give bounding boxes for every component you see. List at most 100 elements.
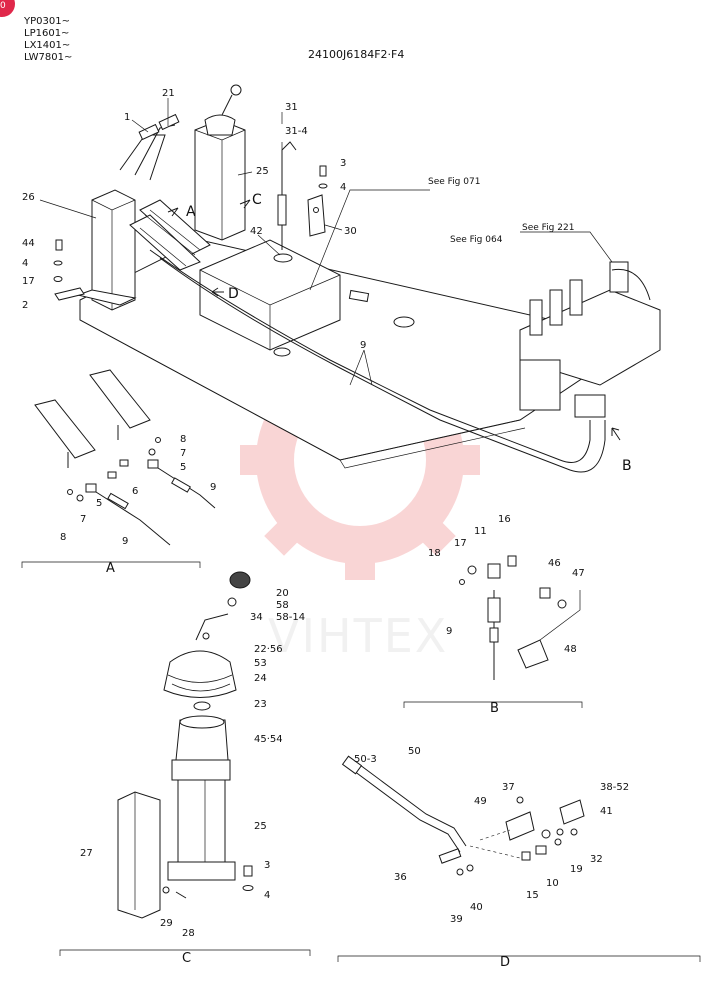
cable-9-a2 (95, 491, 171, 546)
ring-23 (193, 701, 211, 711)
callout-b-17: 17 (454, 538, 467, 549)
nut-32 (570, 828, 578, 836)
bracket-49 (505, 811, 535, 841)
leader-26 (39, 199, 97, 219)
view-arrow-a (167, 207, 179, 217)
bracket-hole (313, 207, 319, 213)
washer-4 (318, 183, 328, 189)
callout-4: 4 (340, 182, 346, 193)
pin-8a (155, 437, 161, 443)
knob-20 (229, 571, 251, 589)
washer-41b (556, 828, 564, 836)
callout-b-47: 47 (572, 568, 585, 579)
callout-26: 26 (22, 192, 35, 203)
leader-42 (257, 234, 281, 256)
callout-d-41: 41 (600, 806, 613, 817)
callout-c-24: 24 (254, 673, 267, 684)
callout-c-58-14: 58-14 (276, 612, 305, 623)
section-bracket-b (403, 701, 583, 708)
control-tower-edges (194, 129, 246, 240)
callout-d-36: 36 (394, 872, 407, 883)
pin-39 (456, 868, 464, 876)
callout-a-5b: 5 (96, 498, 102, 509)
callout-d-38-52: 38-52 (600, 782, 629, 793)
nut-7b (76, 494, 84, 502)
control-knob (230, 84, 242, 96)
washer-4b (53, 260, 63, 266)
valve-spool-1 (529, 299, 543, 336)
callout-25: 25 (256, 166, 269, 177)
callout-a-9: 9 (210, 482, 216, 493)
clevis-5b (85, 483, 97, 493)
section-bracket-a (21, 561, 201, 568)
reference-fig-071: See Fig 071 (428, 177, 480, 187)
clevis-5a (147, 459, 159, 469)
callout-b-46: 46 (548, 558, 561, 569)
callout-a-7: 7 (180, 448, 186, 459)
washer-47 (557, 599, 567, 609)
reference-fig-064: See Fig 064 (450, 235, 503, 245)
callout-c-53: 53 (254, 658, 267, 669)
section-label-a: A (106, 561, 115, 576)
joint-10 (535, 845, 547, 855)
washer-42 (273, 253, 293, 263)
pedal-lower (129, 214, 201, 271)
cable-bracket-b (574, 394, 606, 418)
view-arrow-d (211, 287, 224, 297)
spring-36 (438, 848, 462, 864)
watermark-text: VIHTEX (268, 609, 448, 663)
column-25 (177, 779, 226, 863)
callout-44: 44 (22, 238, 35, 249)
section-bracket-d (337, 955, 701, 962)
section-label-c: C (182, 951, 191, 966)
serial-range-2: LP1601~ (24, 28, 69, 39)
lever-grip-1 (138, 123, 160, 141)
callout-c-29: 29 (160, 918, 173, 929)
lever-1 (119, 134, 166, 181)
bolt-3c (243, 865, 253, 877)
pin-18 (459, 579, 465, 585)
callout-a-6: 6 (132, 486, 138, 497)
boot-24 (163, 650, 237, 698)
callout-30: 30 (344, 226, 357, 237)
callout-c-25: 25 (254, 821, 267, 832)
callout-1: 1 (124, 112, 130, 123)
callout-9: 9 (360, 340, 366, 351)
bolt-15 (521, 851, 531, 861)
view-label-a: A (186, 204, 196, 220)
control-tower (194, 119, 246, 241)
detail-c (59, 571, 311, 956)
nut-41a (541, 829, 551, 839)
nut-34 (227, 597, 237, 607)
cable-9b (159, 257, 606, 473)
boot-pleats (167, 674, 233, 692)
callout-c-4: 4 (264, 890, 270, 901)
pedal-arms-a (67, 425, 119, 468)
pedal-pad-a2 (89, 369, 151, 429)
valve-spool-2 (549, 289, 563, 326)
callout-c-28: 28 (182, 928, 195, 939)
bolt-16 (507, 555, 517, 567)
reference-fig-221: See Fig 221 (522, 223, 574, 233)
callout-d-39: 39 (450, 914, 463, 925)
callout-b-11: 11 (474, 526, 487, 537)
nut-17b (467, 565, 477, 575)
callout-17: 17 (22, 276, 35, 287)
section-label-b: B (490, 701, 499, 716)
lever-grip-21 (158, 113, 180, 131)
bolt-28 (175, 891, 187, 899)
grip-50-3 (341, 755, 363, 775)
clamp-11 (487, 563, 501, 579)
lever-22 (195, 613, 229, 641)
bolt-3 (319, 165, 327, 177)
floor-plate-edge (79, 319, 526, 469)
callout-b-18: 18 (428, 548, 441, 559)
control-boot (204, 114, 236, 136)
column-base (167, 861, 236, 881)
callout-d-15: 15 (526, 890, 539, 901)
pin-37 (516, 796, 524, 804)
valve-top (609, 261, 629, 293)
pedal-treads (139, 209, 201, 267)
callout-c-3: 3 (264, 860, 270, 871)
